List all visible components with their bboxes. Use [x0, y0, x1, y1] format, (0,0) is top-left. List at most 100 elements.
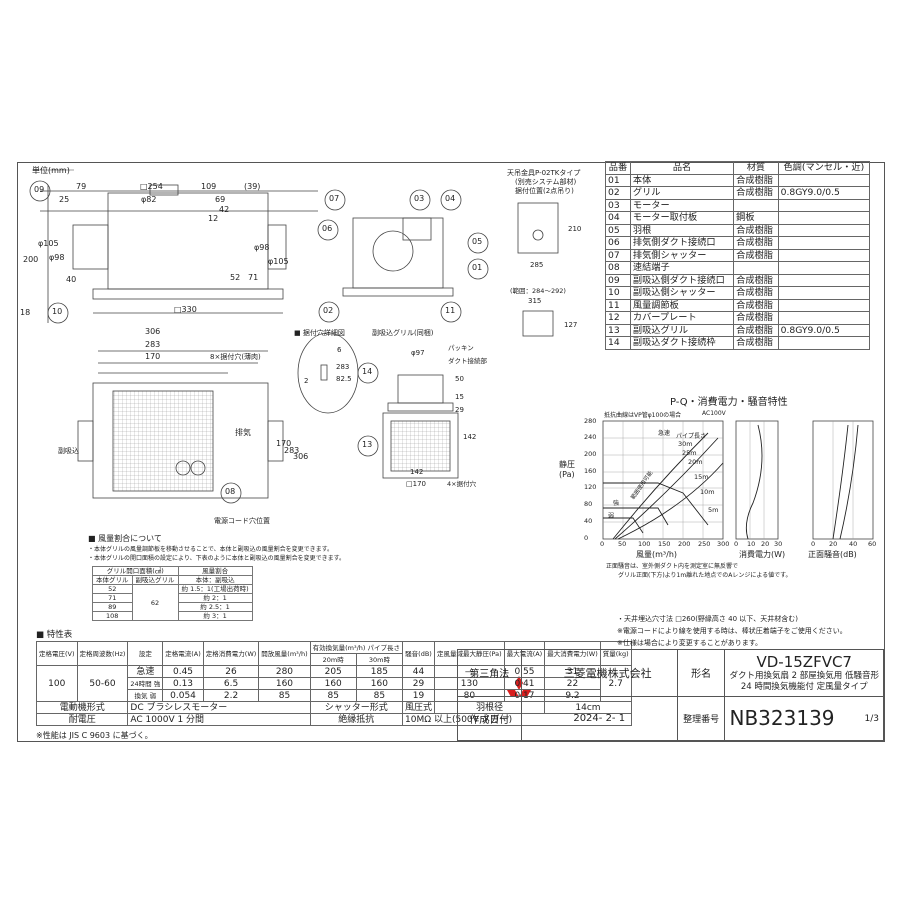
parts-cell-no: 09	[605, 273, 631, 287]
hanger-range: (範囲：284～292)	[510, 287, 566, 295]
mount-detail-title: ■ 据付穴詳細図	[294, 329, 345, 337]
dim-170-top: 170	[145, 352, 161, 361]
sub-grille-title: 副吸込グリル(同梱)	[372, 329, 434, 337]
page-number: 1/3	[864, 714, 879, 725]
pq-y-tick: 0	[584, 534, 589, 542]
pipe-15m: 15m	[694, 473, 709, 481]
power-tick: 20	[761, 540, 770, 548]
dim-105-left: φ105	[38, 239, 59, 248]
pipe-resistance-20m	[614, 437, 719, 540]
sub-grille-dim-50: 50	[455, 375, 464, 383]
parts-cell-name: 風量調節板	[629, 298, 735, 312]
parts-cell-color	[777, 236, 871, 250]
dim-25: 25	[59, 195, 70, 204]
parts-cell-no: 07	[605, 248, 631, 262]
sub-grille-dim-97: φ97	[411, 349, 425, 357]
mount-dim-82-5: 82.5	[336, 375, 352, 383]
pq-x-tick: 150	[658, 540, 671, 548]
sub-grille-dim-15: 15	[455, 393, 464, 401]
parts-cell-material: 合成樹脂	[733, 323, 779, 337]
pq-ac: AC100V	[702, 410, 726, 417]
pq-y-tick: 40	[584, 517, 593, 525]
air-subheader-sub: 副吸込グリル	[131, 575, 179, 585]
spec-voltage: 100	[36, 665, 78, 702]
power-tick: 10	[747, 540, 756, 548]
parts-cell-no: 05	[605, 223, 631, 237]
pipe-resistance-30m	[612, 432, 709, 540]
parts-cell-no: 14	[605, 336, 631, 350]
noise-note-1: 正面騒音は、室外側ダクト内を測定室に無反響で	[606, 563, 739, 570]
air-row-ratio: 約 2：1	[177, 593, 253, 603]
cord-position-label: 電源コード穴位置	[214, 517, 270, 525]
dim-306-top: 306	[145, 327, 161, 336]
projection-label: 第三角法	[457, 649, 522, 697]
sub-intake-label: 副吸込	[58, 447, 79, 455]
sub-grille-dim-29: 29	[455, 406, 464, 414]
parts-cell-no: 06	[605, 236, 631, 250]
parts-cell-no: 01	[605, 173, 631, 187]
dim-98-left: φ98	[49, 253, 65, 262]
packing-label: パッキン	[448, 344, 474, 352]
air-ratio-table: グリル開口面積(㎠) 風量割合 本体グリル 副吸込グリル 本体：副吸込 52 6…	[92, 566, 253, 621]
parts-header-row: 品番 品名 材質 色調(マンセル・近)	[605, 161, 871, 175]
air-row-ratio: 約 3：1	[177, 611, 253, 621]
parts-cell-name: 排気側シャッター	[629, 248, 735, 262]
pq-y-tick: 280	[584, 417, 597, 425]
pipe-30m: 30m	[678, 440, 693, 448]
model-desc-1: ダクト用換気扇 2 部屋換気用 低騒音形	[729, 670, 879, 681]
parts-cell-name: モーター取付板	[629, 211, 735, 225]
pq-title: P-Q・消費電力・騒音特性	[670, 397, 788, 408]
spec-20m: 160	[309, 677, 357, 690]
parts-cell-no: 08	[605, 261, 631, 275]
spec-h-noise: 騒音(dB)	[401, 641, 436, 666]
spec-30m: 85	[355, 689, 404, 702]
parts-cell-no: 11	[605, 298, 631, 312]
pq-x-tick: 250	[698, 540, 711, 548]
spec-open-air: 85	[258, 689, 311, 702]
spec-title: ■ 特性表	[36, 630, 73, 640]
pq-gridlines	[603, 421, 854, 539]
spec-h-power: 定格消費電力(W)	[202, 641, 260, 666]
parts-cell-color	[777, 273, 871, 287]
sub-grille-dim-142-h: 142	[410, 468, 424, 476]
spec-mode: 急速	[127, 665, 164, 678]
parts-cell-color	[777, 248, 871, 262]
parts-cell-no: 02	[605, 186, 631, 200]
spec-motor: DC ブラシレスモーター	[127, 701, 311, 714]
parts-cell-material: 合成樹脂	[733, 311, 779, 325]
mode-strong: 強	[613, 500, 620, 507]
spec-noise: 19	[401, 689, 436, 702]
pq-note: 抵抗曲線はVP管φ100の場合	[604, 412, 682, 419]
parts-header-name: 品名	[629, 161, 735, 175]
callout-11: 11	[445, 306, 456, 315]
parts-cell-color	[777, 311, 871, 325]
callout-06: 06	[322, 224, 333, 233]
callout-14: 14	[362, 367, 373, 376]
air-row-sub: 62	[131, 584, 179, 621]
parts-cell-color	[777, 286, 871, 300]
parts-cell-name: 副吸込ダクト接続枠	[629, 336, 735, 350]
dim-98-right: φ98	[254, 243, 270, 252]
hanger-dim-210: 210	[568, 225, 582, 233]
dim-52: 52	[230, 273, 241, 282]
parts-cell-color	[777, 223, 871, 237]
parts-cell-no: 10	[605, 286, 631, 300]
dim-283-top: 283	[145, 340, 161, 349]
noise-tick: 20	[829, 540, 838, 548]
parts-cell-no: 04	[605, 211, 631, 225]
spec-h-voltage: 定格電圧(V)	[36, 641, 78, 666]
mode-rapid: 急速	[658, 430, 671, 437]
spec-open-air: 280	[258, 665, 311, 678]
sub-grille-holes: 4×据付穴	[447, 480, 477, 488]
parts-cell-material	[733, 198, 779, 212]
parts-cell-material: 合成樹脂	[733, 223, 779, 237]
note-spec-change: ※仕様は場合により変更することがあります。	[617, 639, 763, 647]
spec-h-20m: 20m時	[309, 653, 357, 666]
